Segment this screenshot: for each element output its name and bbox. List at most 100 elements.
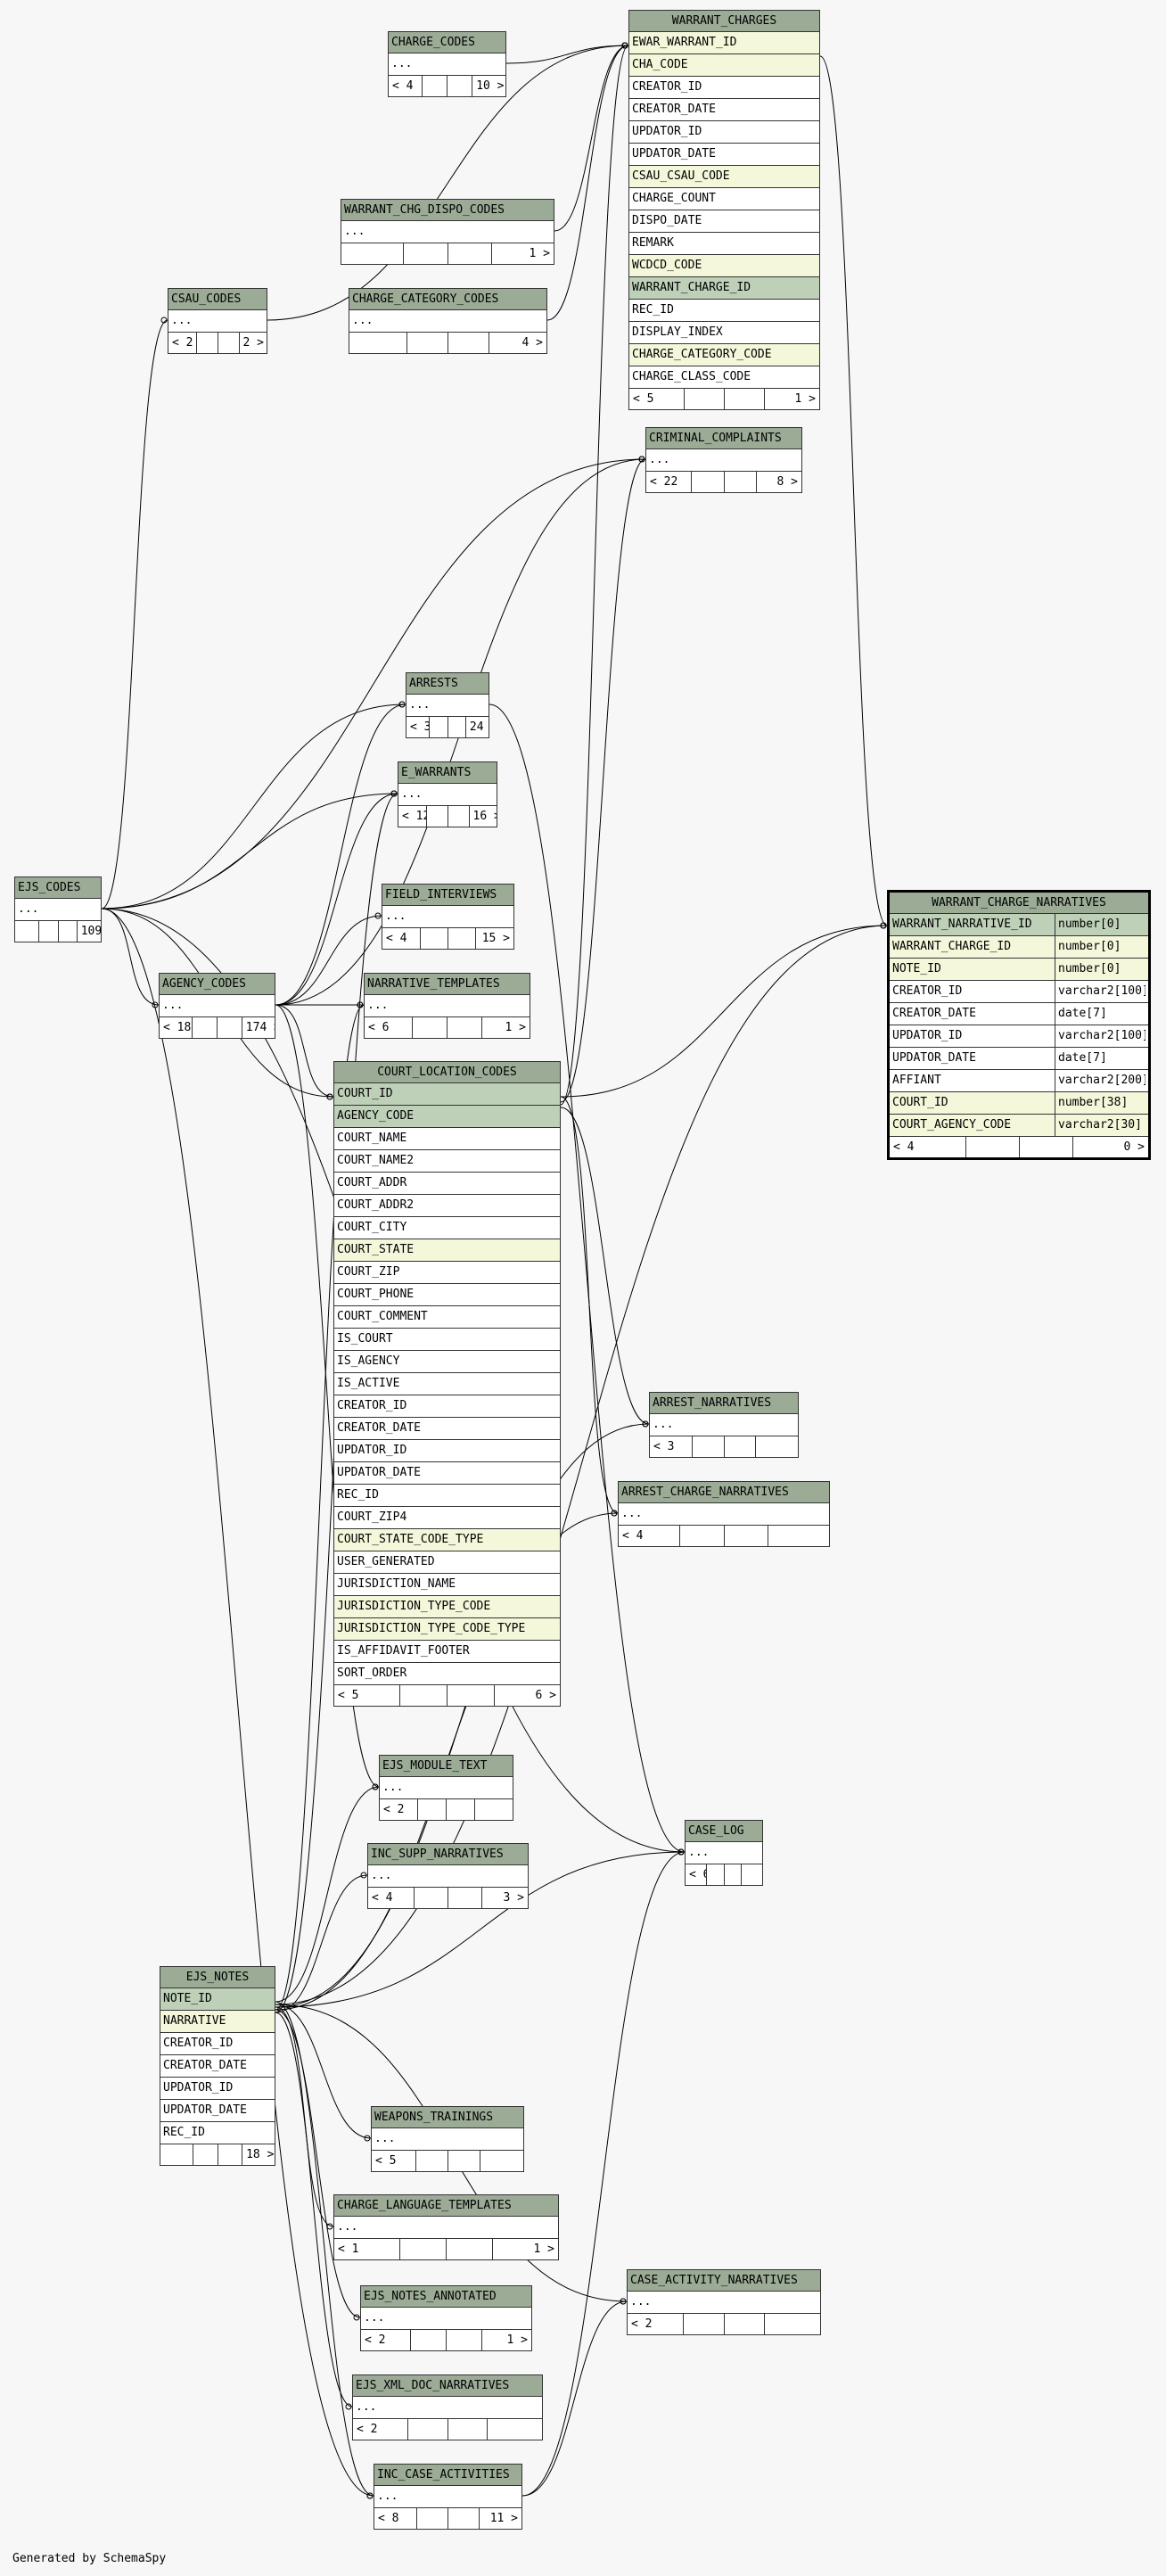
table-case-log[interactable]: CASE_LOG...< 6	[685, 1820, 763, 1886]
column-name: CSAU_CSAU_CODE	[632, 169, 730, 183]
child-count: 1 >	[505, 1021, 526, 1034]
table-ejs-xml-doc-narratives[interactable]: EJS_XML_DOC_NARRATIVES...< 2	[352, 2374, 543, 2440]
parent-count: < 1	[334, 2239, 400, 2259]
table-title[interactable]: ARRESTS	[406, 673, 489, 695]
table-title[interactable]: FIELD_INTERVIEWS	[382, 885, 513, 906]
table-title[interactable]: E_WARRANTS	[398, 762, 497, 784]
parent-count: < 2	[380, 1799, 419, 1820]
table-title[interactable]: CHARGE_CATEGORY_CODES	[349, 289, 546, 310]
table-title[interactable]: WEAPONS_TRAININGS	[372, 2107, 523, 2128]
table-weapons-trainings[interactable]: WEAPONS_TRAININGS...< 5	[371, 2106, 524, 2172]
table-ejs-codes[interactable]: EJS_CODES...1090 >	[14, 876, 102, 942]
crowfoot-marker	[364, 2135, 371, 2142]
table-warrant-chg-dispo-codes[interactable]: WARRANT_CHG_DISPO_CODES...1 >	[341, 199, 554, 265]
table-title[interactable]: CRIMINAL_COMPLAINTS	[646, 428, 801, 449]
table-title[interactable]: NARRATIVE_TEMPLATES	[365, 974, 530, 995]
table-title[interactable]: ARREST_CHARGE_NARRATIVES	[619, 1482, 829, 1503]
table-arrest-charge-narratives[interactable]: ARREST_CHARGE_NARRATIVES...< 4	[618, 1481, 830, 1547]
crowfoot-marker	[372, 1783, 379, 1790]
table-title[interactable]: INC_SUPP_NARRATIVES	[368, 1844, 528, 1865]
relationship-line	[275, 1874, 368, 2013]
table-case-activity-narratives[interactable]: CASE_ACTIVITY_NARRATIVES...< 2	[627, 2269, 821, 2335]
column-type: number[0]	[1055, 959, 1145, 980]
child-count: 4 >	[521, 336, 543, 350]
relationship-line	[819, 55, 888, 926]
footer-cell	[448, 2151, 480, 2171]
column-name: WARRANT_CHARGE_ID	[632, 281, 751, 294]
table-title[interactable]: CHARGE_CODES	[389, 32, 505, 53]
table-title[interactable]: EJS_NOTES	[160, 1967, 275, 1988]
column-row: COURT_STATE	[334, 1239, 560, 1262]
column-name: CHA_CODE	[632, 58, 688, 71]
collapsed-columns: ...	[15, 899, 101, 921]
parent-count: < 3	[650, 1436, 694, 1457]
column-name: CREATOR_DATE	[163, 2059, 247, 2072]
collapsed-columns: ...	[398, 784, 497, 806]
column-name: WARRANT_CHARGE_ID	[892, 940, 1012, 953]
table-title[interactable]: COURT_LOCATION_CODES	[334, 1062, 560, 1083]
table-title[interactable]: WARRANT_CHARGES	[629, 11, 819, 32]
crowfoot-marker	[398, 701, 406, 708]
column-row: WARRANT_CHARGE_ID	[629, 277, 819, 300]
table-title[interactable]: AGENCY_CODES	[160, 974, 275, 995]
column-row: AGENCY_CODE	[334, 1106, 560, 1128]
column-name: COURT_ZIP	[337, 1265, 400, 1279]
footer-cell	[725, 389, 765, 409]
column-row: REC_ID	[629, 300, 819, 322]
column-type: date[7]	[1055, 1003, 1145, 1025]
table-title[interactable]: CASE_LOG	[686, 1821, 762, 1842]
parent-count: < 8	[374, 2508, 417, 2529]
column-name: ...	[171, 314, 193, 327]
table-charge-category-codes[interactable]: CHARGE_CATEGORY_CODES...4 >	[349, 288, 547, 354]
column-row: IS_ACTIVE	[334, 1373, 560, 1395]
table-title[interactable]: CHARGE_LANGUAGE_TEMPLATES	[334, 2195, 558, 2217]
table-title[interactable]: EJS_MODULE_TEXT	[380, 1756, 513, 1777]
footer-cell	[725, 472, 758, 492]
column-row: USER_GENERATED	[334, 1551, 560, 1574]
relationship-line	[521, 2300, 628, 2497]
table-title[interactable]: ARREST_NARRATIVES	[650, 1393, 798, 1414]
table-footer: 1090 >	[15, 921, 101, 942]
relationship-line	[275, 1851, 686, 2008]
column-name: COURT_ID	[337, 1087, 393, 1100]
column-name: UPDATOR_ID	[632, 125, 702, 138]
table-title[interactable]: EJS_XML_DOC_NARRATIVES	[353, 2375, 542, 2397]
footer-cell	[725, 1526, 768, 1546]
footer-cell	[416, 2151, 448, 2171]
table-title[interactable]: CASE_ACTIVITY_NARRATIVES	[628, 2270, 820, 2292]
table-title[interactable]: INC_CASE_ACTIVITIES	[374, 2465, 521, 2486]
column-name: CREATOR_ID	[337, 1399, 407, 1412]
table-arrest-narratives[interactable]: ARREST_NARRATIVES...< 3	[649, 1392, 799, 1458]
table-e-warrants[interactable]: E_WARRANTS...< 1216 >	[398, 761, 497, 827]
column-row: UPDATOR_ID	[334, 1440, 560, 1462]
table-court-location-codes[interactable]: COURT_LOCATION_CODES COURT_ID AGENCY_CODE C…	[333, 1061, 561, 1707]
table-title[interactable]: EJS_CODES	[15, 877, 101, 899]
column-row: COURT_ADDR2	[334, 1195, 560, 1217]
table-title[interactable]: WARRANT_CHARGE_NARRATIVES	[890, 893, 1148, 914]
table-title[interactable]: WARRANT_CHG_DISPO_CODES	[341, 200, 554, 221]
column-row: COURT_CITY	[334, 1217, 560, 1239]
table-footer: < 3	[650, 1436, 798, 1457]
column-name: EWAR_WARRANT_ID	[632, 36, 737, 49]
child-count: 1 >	[529, 247, 550, 260]
table-arrests[interactable]: ARRESTS...< 3224 >	[406, 672, 489, 738]
table-title[interactable]: CSAU_CODES	[168, 289, 267, 310]
table-ejs-module-text[interactable]: EJS_MODULE_TEXT...< 2	[379, 1755, 513, 1821]
table-title[interactable]: EJS_NOTES_ANNOTATED	[361, 2286, 531, 2308]
